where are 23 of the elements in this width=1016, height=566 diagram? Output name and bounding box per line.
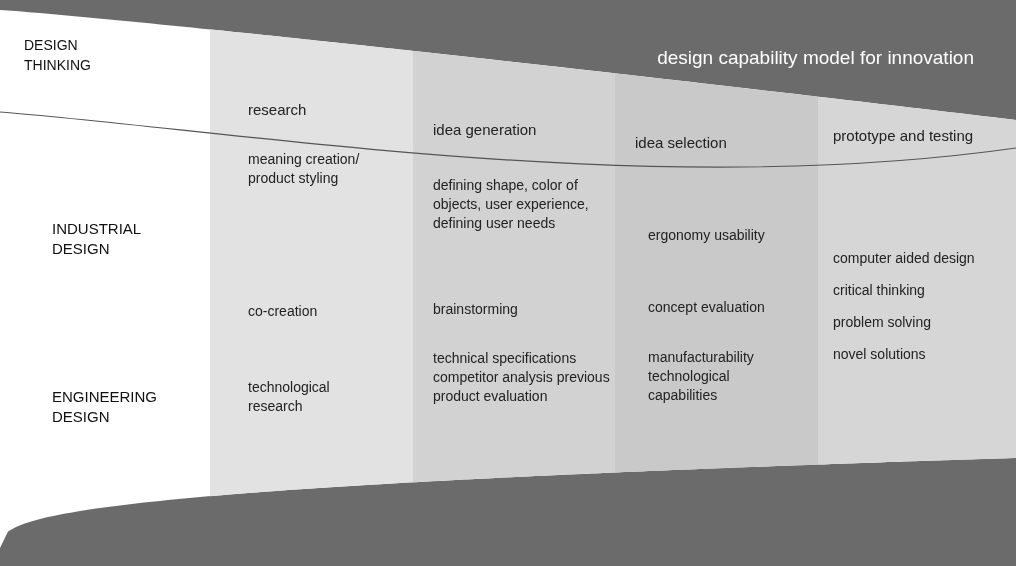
capability-text: problem solving [833,313,933,332]
capability-text: ergonomy usability [648,226,766,245]
title: design capability model for innovation [657,47,974,69]
top-band [0,0,1016,120]
capability-text: defining shape, color of objects, user experience, defining user needs [433,176,590,233]
capability-text: novel solutions [833,345,927,364]
capability-text: technological research [248,378,331,416]
capability-text: critical thinking [833,281,926,300]
capability-text: concept evaluation [648,298,766,317]
column-heading: idea generation [433,120,538,139]
capability-text: computer aided design [833,249,976,268]
discipline-label: ENGINEERING DESIGN [52,387,158,427]
capability-text: co-creation [248,302,319,321]
column-heading: research [248,100,308,119]
discipline-label: DESIGN THINKING [24,36,92,75]
column-heading: prototype and testing [833,126,975,145]
discipline-label: INDUSTRIAL DESIGN [52,219,142,259]
capability-text: technical specifications competitor analysis previous product evaluation [433,349,611,406]
capability-text: meaning creation/ product styling [248,150,361,188]
capability-text: manufacturability technological capabilities [648,348,755,405]
column-heading: idea selection [635,133,728,152]
bottom-band [0,458,1016,566]
capability-text: brainstorming [433,300,519,319]
